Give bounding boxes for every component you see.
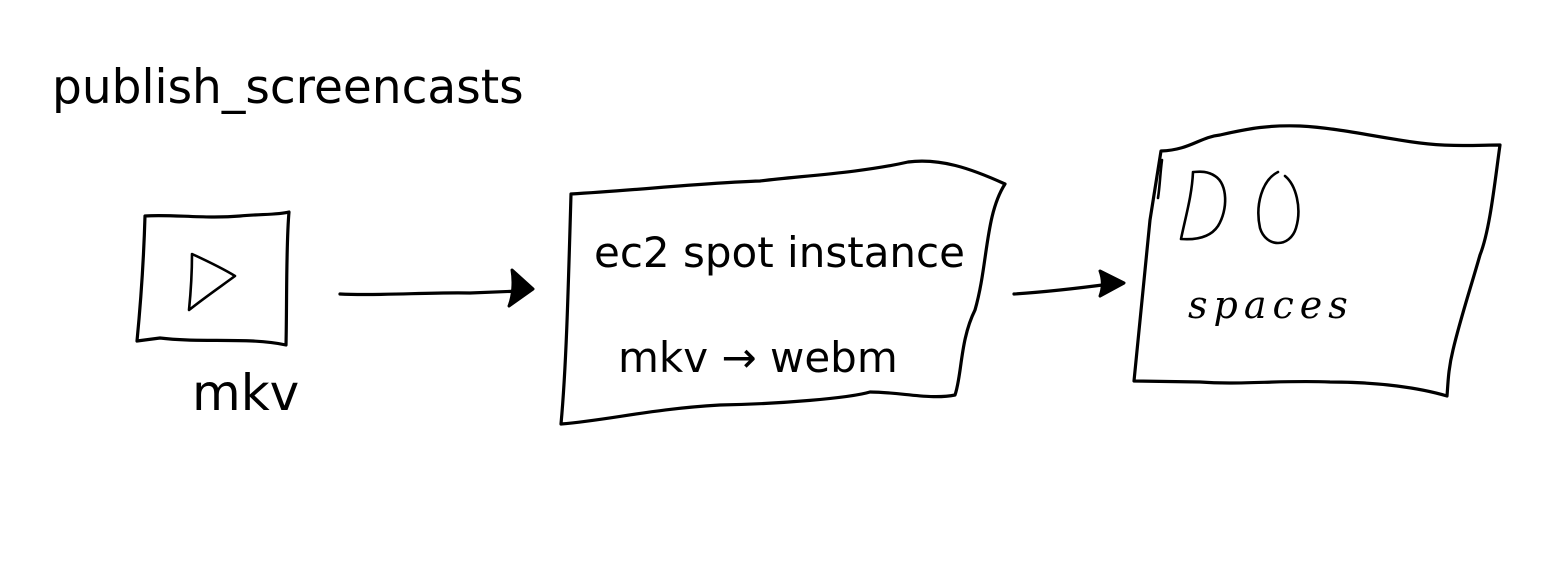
ec2-title: ec2 spot instance	[594, 228, 965, 277]
arrow-2-head	[1098, 269, 1126, 298]
arrow-1-line	[338, 289, 522, 297]
ec2-conversion-label: mkv → webm	[618, 333, 898, 382]
play-icon	[187, 252, 237, 312]
do-letter-o	[1257, 170, 1300, 245]
do-letter-d	[1179, 170, 1227, 241]
do-spaces-box-accent	[1156, 158, 1164, 200]
video-file-caption: mkv	[192, 364, 300, 422]
arrow-2-line	[1012, 282, 1112, 296]
arrow-1-head	[507, 268, 535, 308]
video-file-box	[135, 210, 291, 347]
do-spaces-label: spaces	[1188, 283, 1354, 327]
ec2-box	[559, 159, 1007, 426]
do-spaces-box	[1132, 124, 1502, 398]
do-heading-handwriting	[1179, 170, 1300, 245]
diagram-title: publish_screencasts	[52, 60, 524, 115]
